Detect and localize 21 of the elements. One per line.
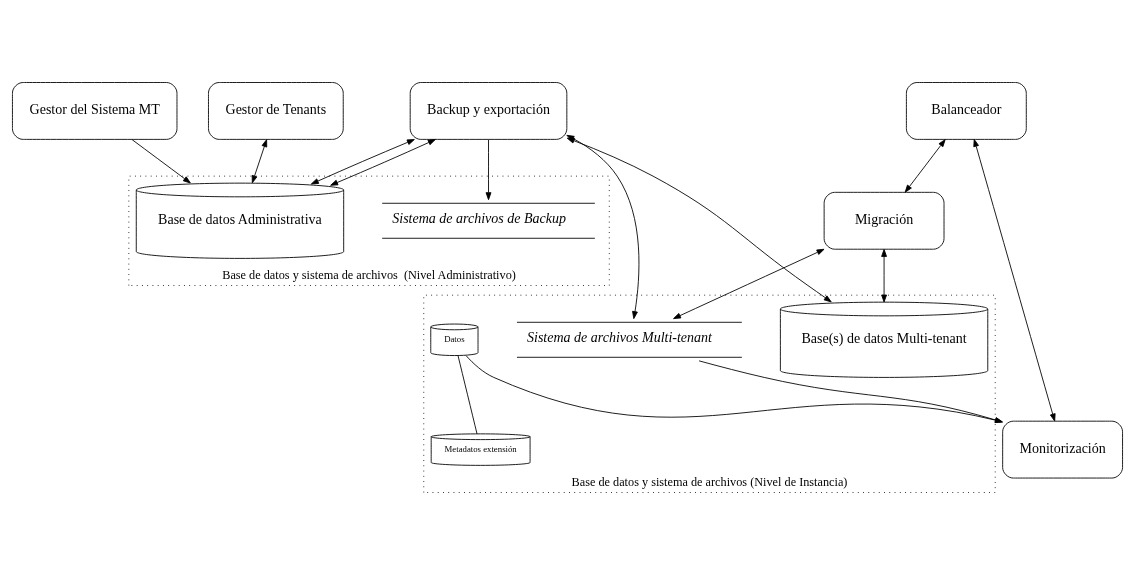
connector <box>457 354 478 434</box>
arrow <box>973 138 1056 421</box>
arrow <box>330 138 436 186</box>
node-box: Balanceador <box>905 81 1027 140</box>
arrow <box>566 137 832 302</box>
arrow <box>904 138 946 193</box>
node-box: Gestor de Tenants <box>208 81 344 140</box>
arrow <box>881 248 887 302</box>
node-text: Sistema de archivos Multi-tenant <box>527 329 712 345</box>
arrow <box>485 138 492 200</box>
arrow <box>698 359 1003 423</box>
arrow <box>251 138 268 183</box>
arrow <box>131 138 191 183</box>
node-box: Migración <box>823 191 945 250</box>
arrow <box>465 354 1003 423</box>
arrow <box>673 248 825 319</box>
node-box: Monitorización <box>1002 420 1123 478</box>
node-text: Sistema de archivos de Backup <box>392 210 566 226</box>
arrow <box>310 138 415 184</box>
node-box: Backup y exportación <box>409 81 568 140</box>
node-box: Gestor del Sistema MT <box>12 81 178 140</box>
